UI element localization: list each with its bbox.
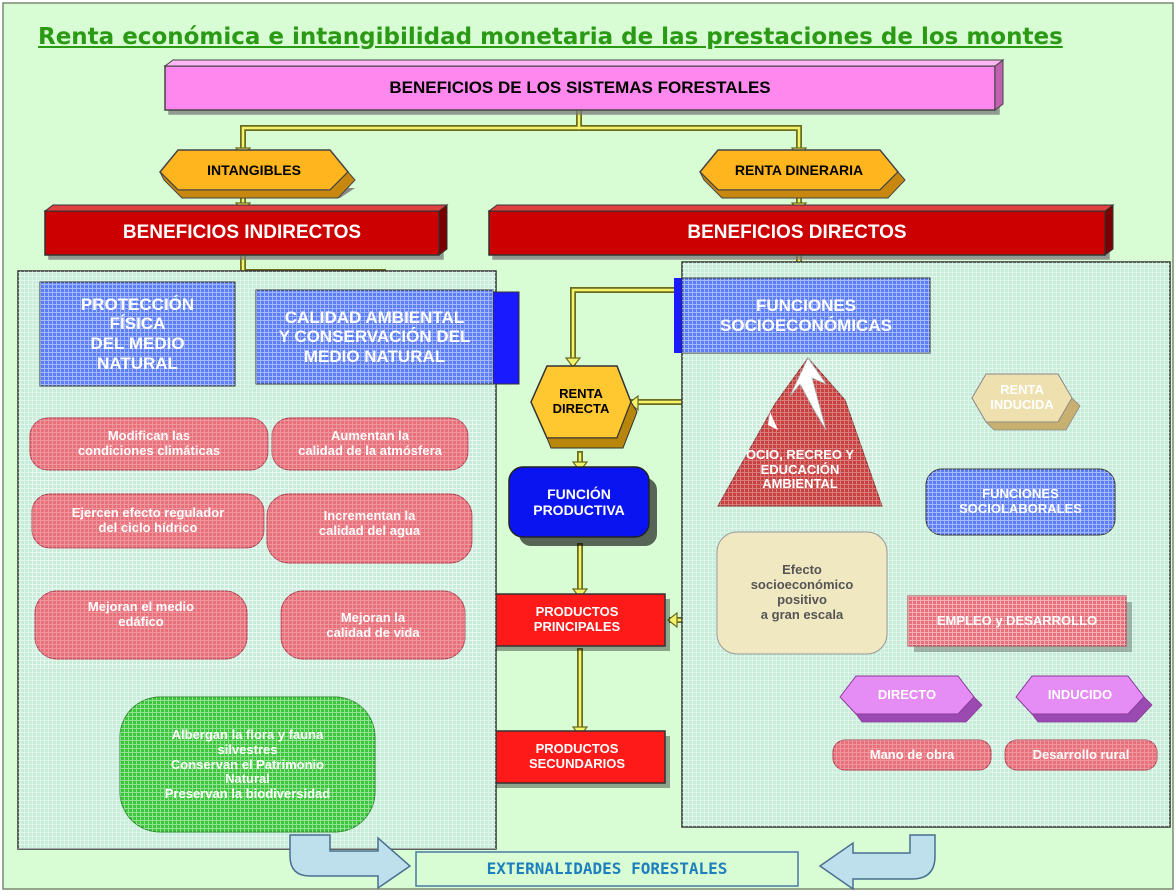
right-item-1: Aumentan la calidad de la atmósfera [298,428,442,458]
desarrollo-rural-label: Desarrollo rural [1032,746,1130,762]
top-box-label: BENEFICIOS DE LOS SISTEMAS FORESTALES [389,78,771,98]
mano-obra-label: Mano de obra [869,746,955,762]
efecto-shape [716,531,888,655]
intangibles-label: INTANGIBLES [207,161,301,178]
funciones-socio-label: FUNCIONES SOCIOECONÓMICAS [720,295,892,335]
funciones-laborales-shape [925,468,1116,536]
calidad-label: CALIDAD AMBIENTAL Y CONSERVACIÓN DEL MED… [278,307,471,366]
indirectos-shape [43,204,449,256]
renta-inducida-label: RENTA INDUCIDA [990,382,1054,412]
empleo-shape [907,595,1132,652]
left-item-2: Ejercen efecto regulador del ciclo hídri… [71,505,225,535]
right-item-2: Incrementan la calidad del agua [318,508,421,538]
mountain-shape [717,357,883,507]
renta-dineraria-shape [698,149,906,199]
top-box-shape [163,59,1005,111]
productos-secundarios-label: PRODUCTOS SECUNDARIOS [528,741,626,771]
empleo-label: EMPLEO y DESARROLLO [936,612,1098,628]
ocio-label: OCIO, RECREO Y EDUCACIÓN AMBIENTAL [745,446,855,492]
left-item-3: Mejoran el medio edáfico [87,599,195,629]
productos-principales-label: PRODUCTOS PRINCIPALES [533,604,621,634]
externalidades-label: EXTERNALIDADES FORESTALES [486,858,728,878]
efecto-label: Efecto socioeconómico positivo a gran es… [750,562,854,622]
right-item-3: Mejoran la calidad de vida [326,610,420,640]
directos-label: BENEFICIOS DIRECTOS [687,222,907,244]
funciones-socio-shape [674,277,931,354]
externalidades-shape [415,851,799,887]
proteccion-shape [39,281,236,387]
productos-principales-shape [488,593,670,651]
funcion-productiva-shape [508,466,657,546]
green-label: Albergan la flora y fauna silvestres Con… [164,726,331,802]
funciones-laborales-label: FUNCIONES SOCIOLABORALES [959,486,1082,516]
directo-shape [839,675,983,723]
renta-inducida-shape [971,373,1081,431]
indirectos-label: BENEFICIOS INDIRECTOS [122,222,362,244]
inducido-shape [1015,675,1153,723]
left-item-1: Modifican las condiciones climáticas [77,428,221,458]
intangibles-shape [158,149,356,199]
externalidades-arrows [289,834,936,891]
proteccion-label: PROTECCIÓN FÍSICA DEL MEDIO NATURAL [80,294,195,373]
directos-shape [487,204,1115,256]
directo-label: DIRECTO [877,686,937,702]
funcion-productiva-label: FUNCIÓN PRODUCTIVA [533,485,625,518]
renta-directa-shape [530,365,638,449]
renta-directa-label: RENTA DIRECTA [552,386,610,416]
renta-dineraria-label: RENTA DINERARIA [734,161,864,178]
calidad-shape [255,289,520,385]
page-title: Renta económica e intangibilidad monetar… [38,24,1063,50]
productos-secundarios-shape [488,730,670,788]
green-shape [119,696,376,833]
inducido-label: INDUCIDO [1047,686,1113,702]
